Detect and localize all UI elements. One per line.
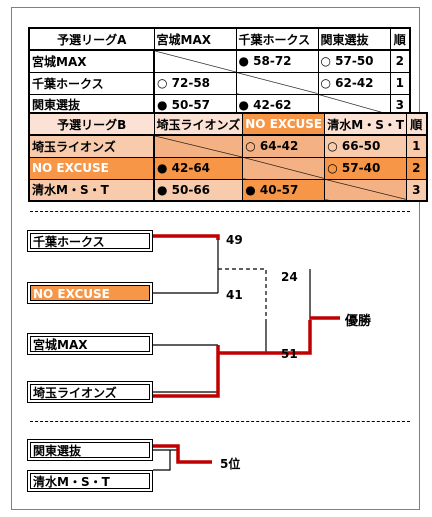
result-cell: ○ 64-42 — [242, 134, 326, 158]
result-cell: ● 42-64 — [153, 156, 244, 180]
league-a-header-row: 予選リーグA 宮城MAX 千葉ホークス 関東選抜 順 — [28, 27, 411, 51]
table-row: 清水M・S・T ● 50-66 ● 40-57 3 — [28, 178, 428, 202]
league-a-table: 予選リーグA 宮城MAX 千葉ホークス 関東選抜 順 宮城MAX ● 58-72… — [28, 27, 411, 117]
team-name: 千葉ホークス — [28, 71, 155, 95]
team-name: NO EXCUSE — [28, 156, 155, 180]
team-label: 関東選抜 — [30, 442, 150, 458]
result-cell: ○ 66-50 — [324, 134, 408, 158]
section-divider — [30, 211, 410, 212]
result-cell: ○ 57-40 — [324, 156, 408, 180]
result-cell: ● 40-57 — [242, 178, 326, 202]
result-cell: ○ 62-42 — [317, 71, 391, 95]
champion-label: 優勝 — [345, 314, 372, 329]
table-row: 埼玉ライオンズ ○ 64-42 ○ 66-50 1 — [28, 134, 428, 158]
team-name: 清水M・S・T — [28, 178, 155, 202]
league-a-title: 予選リーグA — [28, 27, 155, 51]
team-name: 埼玉ライオンズ — [28, 134, 155, 158]
result-cell: ○ 72-58 — [153, 71, 237, 95]
league-a-col-kanto: 関東選抜 — [317, 27, 391, 51]
score-label: 51 — [281, 347, 298, 361]
team-label: 千葉ホークス — [30, 233, 150, 249]
page-frame — [11, 7, 420, 510]
league-b-title: 予選リーグB — [28, 112, 155, 136]
rank-cell: 3 — [406, 178, 428, 202]
league-b-table: 予選リーグB 埼玉ライオンズ NO EXCUSE 清水M・S・T 順 埼玉ライオ… — [28, 112, 428, 202]
rank-cell: 1 — [406, 134, 428, 158]
league-a-col-miyagi: 宮城MAX — [153, 27, 237, 51]
result-cell: ● 50-66 — [153, 178, 244, 202]
result-cell: ● 50-57 — [153, 93, 237, 117]
fifth-place-label: 5位 — [220, 457, 241, 471]
team-name: 関東選抜 — [28, 93, 155, 117]
league-b-header-row: 予選リーグB 埼玉ライオンズ NO EXCUSE 清水M・S・T 順 — [28, 112, 428, 136]
table-row: 千葉ホークス ○ 72-58 ○ 62-42 1 — [28, 71, 411, 95]
bracket-team-noexcuse[interactable]: NO EXCUSE — [27, 282, 153, 304]
league-b-col-saitama: 埼玉ライオンズ — [153, 112, 244, 136]
fifth-team-kanto[interactable]: 関東選抜 — [27, 439, 153, 461]
score-label: 24 — [281, 270, 298, 284]
league-b-col-noexcuse: NO EXCUSE — [242, 112, 326, 136]
team-label: 清水M・S・T — [30, 473, 150, 489]
team-name: 宮城MAX — [28, 49, 155, 73]
self-match-cell — [153, 49, 237, 73]
league-a-col-rank: 順 — [389, 27, 411, 51]
bracket-team-miyagi[interactable]: 宮城MAX — [27, 333, 153, 355]
bracket-team-saitama[interactable]: 埼玉ライオンズ — [27, 381, 153, 403]
self-match-cell — [242, 156, 326, 180]
bracket-team-chiba[interactable]: 千葉ホークス — [27, 230, 153, 252]
section-divider — [30, 421, 410, 422]
self-match-cell — [324, 178, 408, 202]
team-label: 埼玉ライオンズ — [30, 384, 150, 400]
team-label: 宮城MAX — [30, 336, 150, 352]
team-label: NO EXCUSE — [30, 285, 150, 301]
table-row: NO EXCUSE ● 42-64 ○ 57-40 2 — [28, 156, 428, 180]
score-label: 49 — [226, 233, 243, 247]
fifth-team-shimizu[interactable]: 清水M・S・T — [27, 470, 153, 492]
rank-cell: 2 — [406, 156, 428, 180]
league-b-col-shimizu: 清水M・S・T — [324, 112, 408, 136]
result-cell: ● 58-72 — [235, 49, 319, 73]
score-label: 41 — [226, 288, 243, 302]
league-b-col-rank: 順 — [406, 112, 428, 136]
